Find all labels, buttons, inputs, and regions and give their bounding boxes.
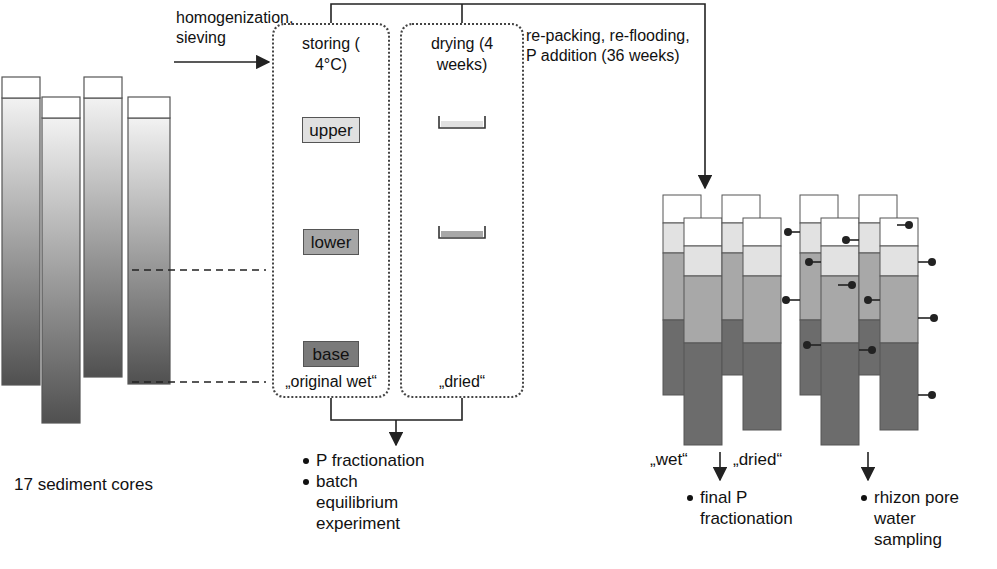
box-caption: „original wet“ <box>285 371 377 392</box>
step-label: re-packing, re-flooding, P addition (36 … <box>526 26 696 66</box>
rhizon-tip <box>928 391 936 399</box>
sediment-cores <box>2 77 170 423</box>
core-sediment <box>2 98 40 385</box>
rhizon-tip <box>905 221 913 229</box>
core-layer <box>880 276 918 343</box>
core-sediment <box>128 118 170 384</box>
core-layer <box>684 343 722 445</box>
core-layer <box>743 343 781 430</box>
figure-caption: 17 sediment cores <box>14 474 153 495</box>
bullet <box>687 495 693 501</box>
box-label: drying (4 weeks) <box>420 33 504 75</box>
core-layer <box>880 246 918 276</box>
repacked-core <box>684 218 722 445</box>
layer-box: lower <box>303 229 359 255</box>
bullet-text: P fractionation <box>316 450 424 471</box>
rhizon-tip <box>805 258 813 266</box>
storage-box: storing ( 4°C) „original wet“ upper lower ba… <box>272 23 390 398</box>
core-label: „dried“ <box>733 449 782 470</box>
bullet-text: final P fractionation <box>700 487 810 529</box>
core-layer <box>743 218 781 246</box>
box-label: upper <box>309 120 352 141</box>
rhizon-tip <box>864 296 872 304</box>
core-layer <box>821 343 859 445</box>
box-label: storing ( 4°C) <box>289 33 373 75</box>
core-tube-top <box>2 77 40 98</box>
repacked-core <box>743 218 781 430</box>
core-layer <box>684 276 722 343</box>
rhizon-tip <box>848 281 856 289</box>
process-arrow <box>719 452 721 480</box>
drying-tray <box>439 116 485 128</box>
bullet <box>303 458 309 464</box>
bullet <box>303 479 309 485</box>
rhizon-tip <box>784 228 792 236</box>
core-layer <box>821 246 859 276</box>
bullet <box>861 495 867 501</box>
drying-tray <box>439 226 485 238</box>
core-label: „wet“ <box>650 449 688 470</box>
process-arrow <box>174 61 269 63</box>
depth-line <box>132 269 266 271</box>
box-label: lower <box>311 232 352 253</box>
core-sediment <box>84 98 122 377</box>
rhizon-tip <box>782 296 790 304</box>
rhizon-tip <box>842 236 850 244</box>
rhizon-core <box>880 218 918 430</box>
core-layer <box>684 246 722 276</box>
core-layer <box>684 218 722 246</box>
tray-sediment <box>441 231 483 237</box>
core-tube-top <box>42 97 80 118</box>
depth-line <box>132 381 266 383</box>
core-layer <box>880 218 918 246</box>
process-arrow <box>867 452 869 480</box>
rhizon-tip <box>928 258 936 266</box>
bullet-text: batch equilibrium experiment <box>316 471 421 534</box>
tray-sediment <box>441 121 483 127</box>
layer-box: upper <box>302 117 360 143</box>
process-arrow <box>331 4 705 188</box>
layer-box: base <box>303 341 359 367</box>
process-arrow <box>395 420 397 445</box>
box-label: base <box>313 344 350 365</box>
core-layer <box>821 218 859 246</box>
rhizon-tip <box>803 341 811 349</box>
rhizon-core <box>821 218 859 445</box>
drying-box: drying (4 weeks) „dried“ <box>400 23 524 398</box>
core-layer <box>821 276 859 343</box>
process-line <box>461 4 463 23</box>
rhizon-tip <box>930 314 938 322</box>
bracket-line <box>331 398 462 420</box>
core-sediment <box>42 118 80 423</box>
rhizon-tip <box>868 346 876 354</box>
core-tube-top <box>84 77 122 98</box>
core-layer <box>880 343 918 430</box>
step-label: homogenization, sieving <box>176 8 304 48</box>
box-caption: „dried“ <box>439 371 485 392</box>
core-layer <box>743 276 781 343</box>
core-layer <box>743 246 781 276</box>
core-tube-top <box>128 97 170 118</box>
bullet-text: rhizon pore water sampling <box>874 487 978 550</box>
